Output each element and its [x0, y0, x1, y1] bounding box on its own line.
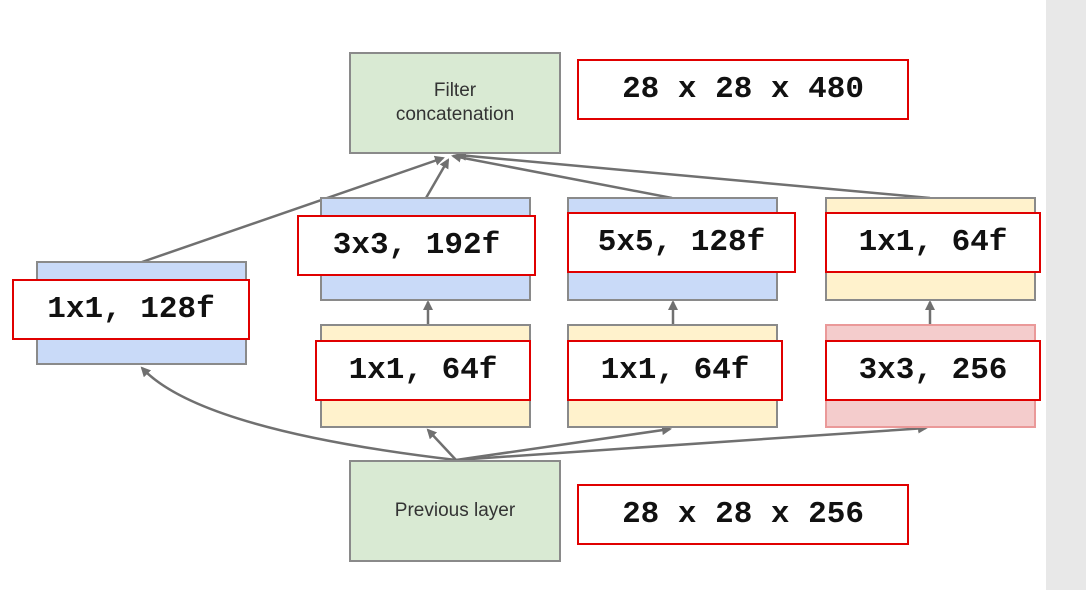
side-panel	[1046, 0, 1086, 590]
branch3-reduce-label: 1x1, 64f	[567, 340, 783, 401]
arrow-branch4-to-concat	[456, 150, 931, 200]
previous-layer-text: Previous layer	[394, 500, 516, 521]
arrow-branch1-to-concat	[141, 155, 445, 264]
arrow-branch3-to-concat	[451, 152, 673, 200]
output-shape-label: 28 x 28 x 480	[577, 59, 909, 120]
branch4-proj-label: 1x1, 64f	[825, 212, 1041, 273]
arrow-branch2-to-concat	[424, 158, 450, 199]
arrow-prev-to-branch2-reduce	[426, 428, 457, 461]
input-shape-label: 28 x 28 x 256	[577, 484, 909, 545]
branch1-conv-label: 1x1, 128f	[12, 279, 250, 340]
filter-concatenation-text: Filter concatenation	[395, 80, 515, 125]
previous-layer-node: Previous layer	[349, 460, 561, 562]
filter-concatenation-node: Filter concatenation	[349, 52, 561, 154]
branch4-pool-label: 3x3, 256	[825, 340, 1041, 401]
branch2-conv3x3-label: 3x3, 192f	[297, 215, 536, 276]
connection-arrows	[140, 150, 935, 462]
arrow-prev-to-branch4-pool	[455, 423, 928, 462]
branch3-conv5x5-label: 5x5, 128f	[567, 212, 796, 273]
arrow-prev-to-branch3-reduce	[455, 425, 672, 462]
arrow-prev-to-branch1	[140, 366, 457, 462]
branch2-reduce-label: 1x1, 64f	[315, 340, 531, 401]
